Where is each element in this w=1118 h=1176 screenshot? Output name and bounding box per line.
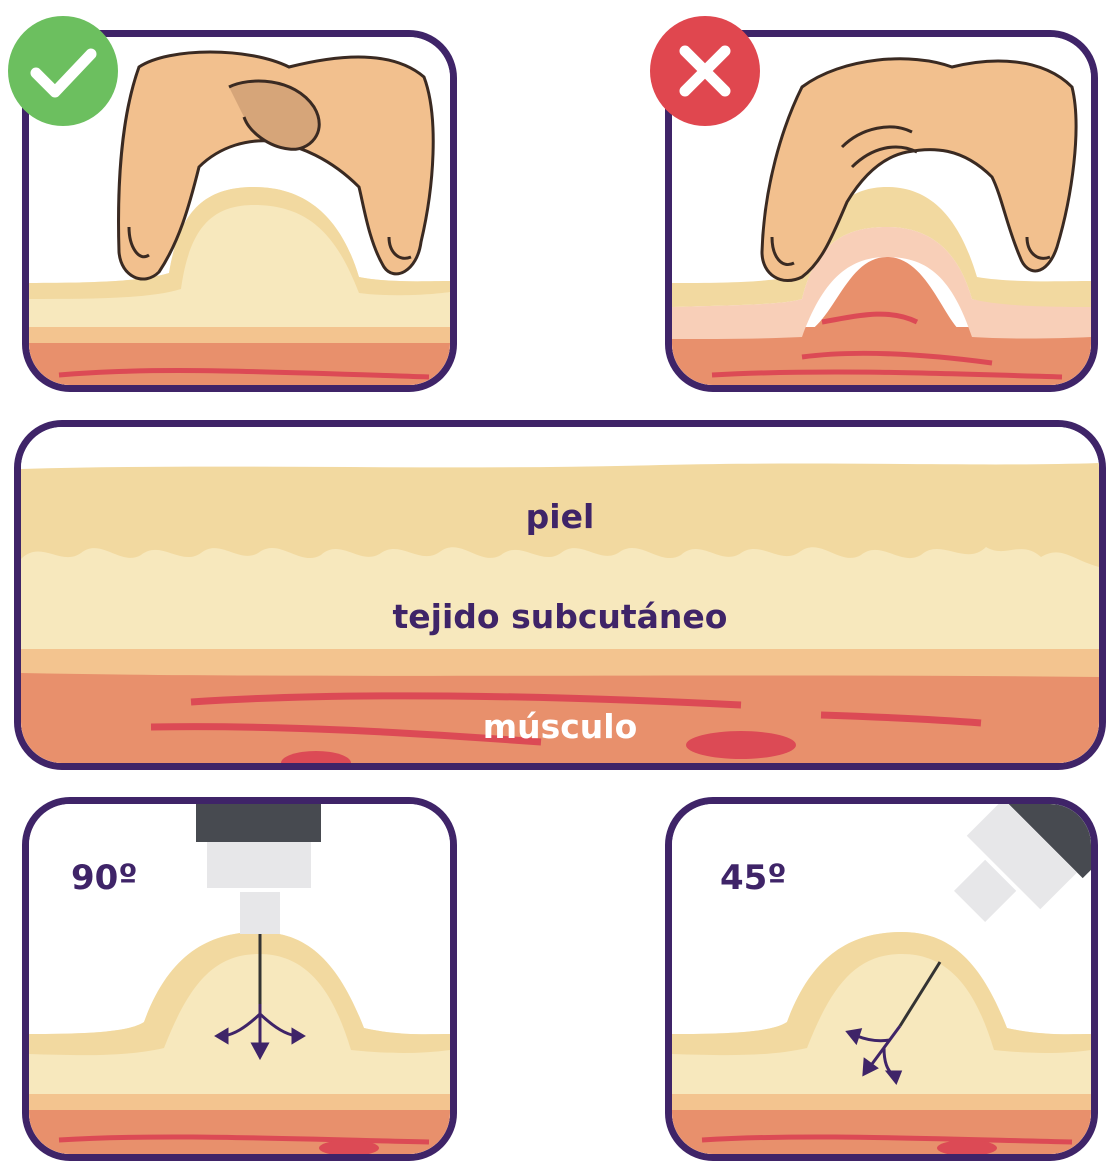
injector-pen-angled (954, 804, 1091, 922)
injector-pen-tip (954, 859, 1017, 922)
injection-45-panel: 45º (665, 797, 1098, 1161)
tissue-cross-section-panel: piel tejido subcutáneo músculo (14, 420, 1106, 770)
injector-pen-tip (240, 892, 280, 934)
muscle-layer (21, 667, 1099, 763)
muscle-label: músculo (482, 707, 638, 746)
dispersion-arrows-icon (214, 1004, 306, 1061)
muscle-layer (29, 1104, 450, 1154)
skin-layer (21, 463, 1099, 567)
injector-pen-body (966, 804, 1078, 910)
incorrect-pinch-panel (665, 30, 1098, 392)
angle-45-label: 45º (720, 858, 787, 898)
correct-check-icon (8, 16, 118, 126)
skin-layer (672, 187, 1091, 307)
skin-label: piel (525, 497, 595, 536)
needle (898, 961, 942, 1027)
incorrect-pinch-illustration (672, 37, 1091, 385)
fascia-layer (21, 643, 1099, 677)
injector-pen-cap (196, 804, 321, 842)
injection-90-illustration (29, 804, 450, 1154)
injection-90-panel: 90º (22, 797, 457, 1161)
dispersion-arrows-icon (845, 1025, 903, 1085)
muscle-layer (672, 1104, 1091, 1154)
skin-layer (29, 187, 450, 299)
pinching-hand (117, 50, 435, 281)
injector-pen-cap (997, 804, 1091, 879)
tissue-cross-section (21, 427, 1099, 763)
subcutaneous-layer (21, 547, 1099, 649)
incorrect-cross-icon (650, 16, 760, 126)
angle-90-label: 90º (71, 858, 138, 898)
compressed-tissue (672, 227, 1091, 339)
injector-pen-body (207, 842, 311, 888)
subcutaneous-label: tejido subcutáneo (392, 597, 728, 636)
pinching-hand (760, 57, 1078, 283)
injection-45-illustration (672, 804, 1091, 1154)
